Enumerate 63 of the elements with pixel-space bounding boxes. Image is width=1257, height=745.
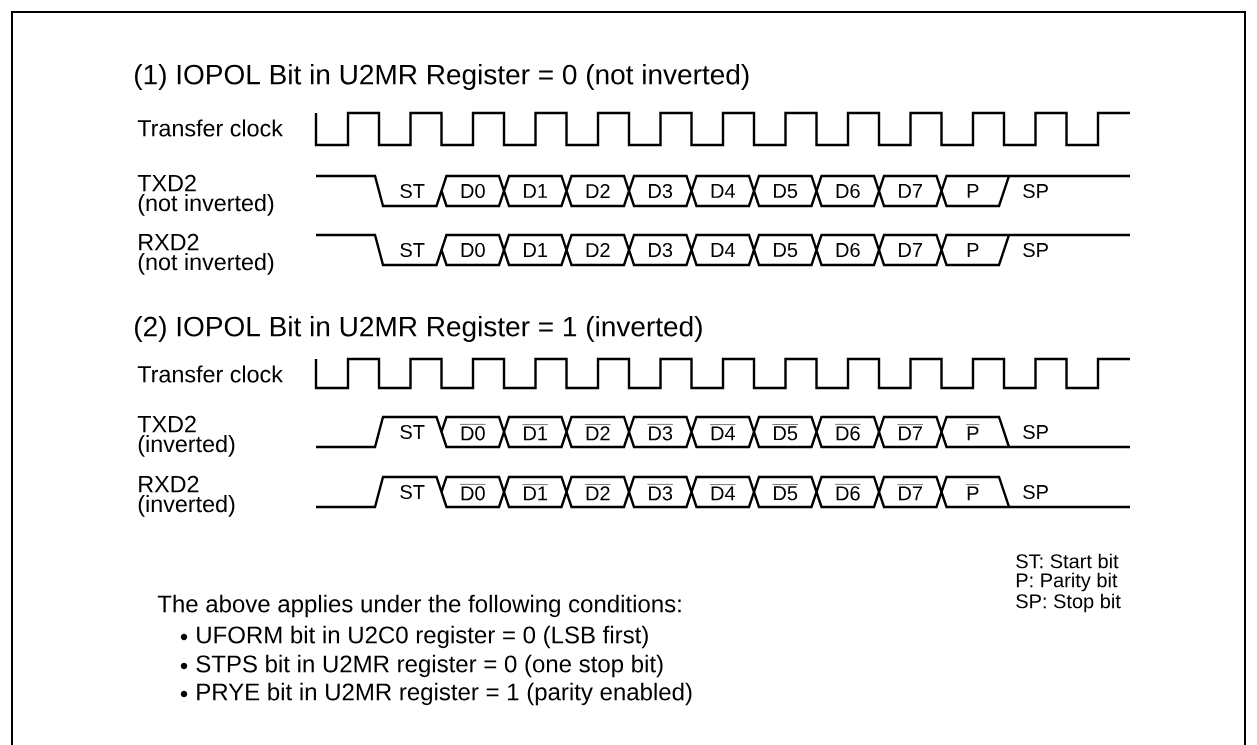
signal-note: (not inverted) [138, 194, 274, 216]
bit-label: D6 [836, 183, 860, 199]
bit-label: $\overline{\mathrm{D6}}$ [835, 424, 861, 441]
bit-label: $\overline{\mathrm{D5}}$ [772, 484, 798, 501]
bit-label: ST [400, 424, 425, 440]
bit-label: $\overline{\mathrm{D3}}$ [647, 484, 673, 501]
signal-note: (not inverted) [138, 253, 274, 275]
abbreviation-note: ST: Start bit [1016, 553, 1119, 569]
bit-label: D7 [899, 184, 922, 198]
bit-label: D5 [774, 184, 798, 198]
section-heading: (2) IOPOL Bit in U2MR Register = 1 (inverted) [135, 315, 702, 343]
bit-label: $\overline{\mathrm{D7}}$ [897, 424, 923, 441]
condition-note: The above applies under the following conditions: [157, 594, 681, 618]
bit-label: SP [1023, 424, 1048, 440]
bit-label: $\overline{\mathrm{D0}}$ [460, 484, 486, 501]
signal-label: RXD2 [139, 233, 199, 251]
bit-label: D1 [524, 184, 547, 198]
bit-label: $\overline{\mathrm{D2}}$ [585, 484, 611, 501]
signal-label: TXD2 [137, 415, 196, 433]
signal-note: (inverted) [138, 435, 235, 457]
signal-label: TXD2 [137, 174, 196, 192]
bit-label: ST [400, 484, 425, 500]
bit-label: $\overline{\mathrm{D3}}$ [647, 424, 673, 441]
bit-label: $\overline{\mathrm{P}}$ [966, 424, 980, 441]
bit-label: $\overline{\mathrm{D1}}$ [522, 424, 548, 441]
bit-label: D6 [836, 242, 860, 258]
bit-label: $\overline{\mathrm{D6}}$ [835, 484, 861, 501]
bit-label: $\overline{\mathrm{D4}}$ [710, 484, 736, 501]
signal-label: Transfer clock [137, 119, 283, 137]
bit-label: SP [1023, 242, 1048, 258]
bit-label: $\overline{\mathrm{D7}}$ [897, 484, 923, 501]
bit-label: D5 [774, 243, 798, 257]
bit-label: D2 [586, 243, 610, 257]
bit-label: SP [1023, 484, 1048, 500]
bit-label: $\overline{\mathrm{D5}}$ [772, 424, 798, 441]
bit-label: $\overline{\mathrm{D0}}$ [460, 424, 486, 441]
signal-label: RXD2 [139, 475, 199, 493]
abbreviation-note: P: Parity bit [1016, 572, 1118, 592]
section-heading: (1) IOPOL Bit in U2MR Register = 0 (not inverted) [135, 63, 749, 91]
condition-note: UFORM bit in U2C0 register = 0 (LSB first) [197, 625, 648, 649]
bit-label: $\overline{\mathrm{P}}$ [966, 484, 980, 501]
bit-label: P [967, 243, 979, 257]
signal-label: Transfer clock [137, 365, 283, 383]
bit-label: D2 [586, 184, 610, 198]
condition-note: STPS bit in U2MR register = 0 (one stop bit) [196, 654, 663, 678]
bit-label: ST [400, 183, 425, 199]
bit-label: $\overline{\mathrm{D1}}$ [522, 484, 548, 501]
bit-label: $\overline{\mathrm{D4}}$ [710, 424, 736, 441]
bit-label: D3 [649, 183, 673, 199]
bit-label: D7 [899, 243, 922, 257]
bit-label: ST [400, 242, 425, 258]
signal-note: (inverted) [138, 495, 235, 517]
bit-label: SP [1023, 183, 1048, 199]
condition-note: PRYE bit in U2MR register = 1 (parity enabled) [197, 682, 692, 706]
bit-label: P [967, 184, 979, 198]
bit-label: D0 [461, 242, 485, 258]
bit-label: D4 [711, 184, 735, 198]
bit-label: D1 [524, 243, 547, 257]
bit-label: $\overline{\mathrm{D2}}$ [585, 424, 611, 441]
bit-label: D3 [649, 242, 673, 258]
bit-label: D0 [461, 183, 485, 199]
bit-label: D4 [711, 243, 735, 257]
abbreviation-note: SP: Stop bit [1016, 593, 1121, 613]
